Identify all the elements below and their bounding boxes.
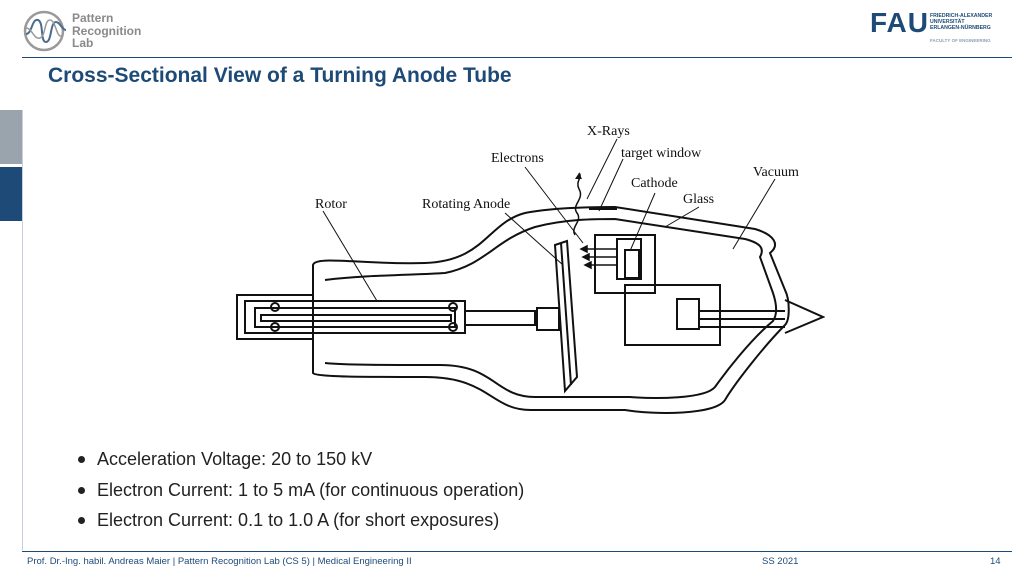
bullet-dot-icon <box>78 517 85 524</box>
label-glass: Glass <box>683 192 714 207</box>
fau-logo-word: FAU <box>870 7 929 38</box>
label-electrons: Electrons <box>491 151 544 166</box>
bullet-dot-icon <box>78 486 85 494</box>
glass-envelope-inner <box>324 217 777 399</box>
footer-page-number: 14 <box>990 556 1001 567</box>
fau-line-2: UNIVERSITÄT <box>930 19 965 26</box>
label-rotating-anode: Rotating Anode <box>422 197 510 212</box>
sidebar-tab-active[interactable] <box>0 167 22 221</box>
footer-semester: SS 2021 <box>762 556 799 567</box>
fau-line-3: ERLANGEN-NÜRNBERG <box>930 25 991 32</box>
sidebar-tab-inactive[interactable] <box>0 110 22 164</box>
pattern-recognition-lab-logo: Pattern Recognition Lab <box>22 8 162 54</box>
slide-title: Cross-Sectional View of a Turning Anode … <box>48 64 512 87</box>
label-rotor: Rotor <box>315 197 347 212</box>
turning-anode-tube-diagram: X-Rays Electrons target window Cathode V… <box>236 124 825 414</box>
header-divider <box>22 57 1012 58</box>
footer-text: Prof. Dr.-Ing. habil. Andreas Maier | Pa… <box>27 556 412 567</box>
bullet-text: Electron Current: 0.1 to 1.0 A (for shor… <box>97 510 500 530</box>
glass-envelope-outline <box>312 205 790 414</box>
label-vacuum: Vacuum <box>753 165 799 180</box>
label-target-window: target window <box>621 146 702 161</box>
prl-logo-line-1: Pattern <box>72 11 114 25</box>
bullet-text: Acceleration Voltage: 20 to 150 kV <box>97 449 373 469</box>
fau-faculty: FACULTY OF ENGINEERING <box>930 38 991 43</box>
sidebar-divider <box>22 110 23 550</box>
fau-logo: FAU FRIEDRICH-ALEXANDER UNIVERSITÄT ERLA… <box>868 8 1008 46</box>
prl-logo-line-2: Recognition <box>72 23 142 38</box>
prl-logo-icon <box>23 10 67 52</box>
label-xrays: X-Rays <box>587 124 630 139</box>
xray-beam <box>573 172 582 236</box>
fau-line-1: FRIEDRICH-ALEXANDER <box>930 13 993 19</box>
bullet-text: Electron Current: 1 to 5 mA (for continu… <box>97 479 525 500</box>
label-cathode: Cathode <box>631 176 678 191</box>
prl-logo-line-3: Lab <box>72 36 94 50</box>
bullet-dot-icon <box>78 456 85 463</box>
footer-divider <box>22 551 1012 552</box>
